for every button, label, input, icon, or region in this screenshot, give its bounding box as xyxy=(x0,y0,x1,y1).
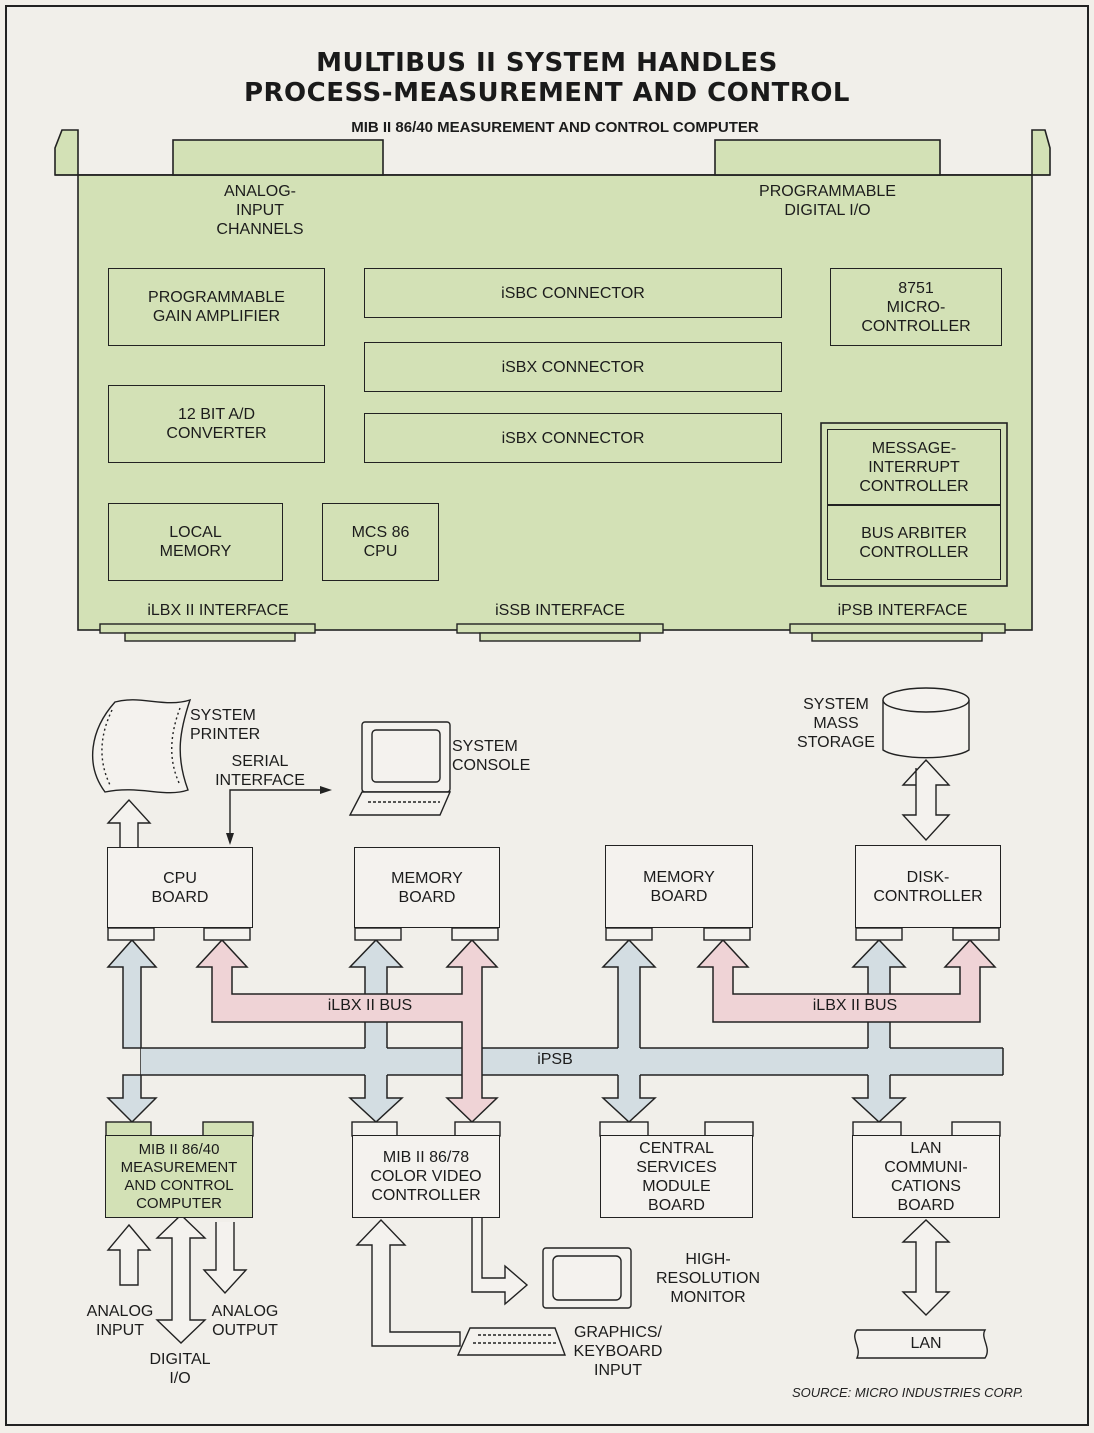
ilbx-bus-left-label: iLBX II BUS xyxy=(327,997,413,1014)
analog-input-channels-label: ANALOG- INPUT CHANNELS xyxy=(216,183,304,238)
system-printer-label: SYSTEM PRINTER xyxy=(190,707,261,743)
programmable-digital-io-label: PROGRAMMABLE DIGITAL I/O xyxy=(759,183,896,219)
isbx-connector-2: iSBX CONNECTOR xyxy=(364,413,782,463)
ad-converter: 12 BIT A/D CONVERTER xyxy=(108,385,325,463)
system-console-label: SYSTEM CONSOLE xyxy=(452,738,531,774)
title-line-2: PROCESS-MEASUREMENT AND CONTROL xyxy=(243,78,851,108)
local-memory: LOCAL MEMORY xyxy=(108,503,283,581)
mib-8640-computer: MIB II 86/40 MEASUREMENT AND CONTROL COM… xyxy=(105,1135,253,1218)
lan-label: LAN xyxy=(910,1335,942,1352)
lan-shape xyxy=(854,1329,988,1359)
mcs86-cpu: MCS 86 CPU xyxy=(322,503,439,581)
programmable-gain-amplifier: PROGRAMMABLE GAIN AMPLIFIER xyxy=(108,268,325,346)
board-caption: MIB II 86/40 MEASUREMENT AND CONTROL COM… xyxy=(351,119,759,136)
monitor-icon xyxy=(542,1247,632,1309)
disk-icon xyxy=(882,687,970,759)
ipsb-interface-label: iPSB INTERFACE xyxy=(837,602,968,619)
isbc-connector: iSBC CONNECTOR xyxy=(364,268,782,318)
mass-storage-label: SYSTEM MASS STORAGE xyxy=(797,696,875,751)
console-icon xyxy=(348,721,452,816)
serial-interface-label: SERIAL INTERFACE xyxy=(215,753,305,789)
memory-board-1: MEMORY BOARD xyxy=(354,847,500,928)
message-interrupt-controller: MESSAGE- INTERRUPT CONTROLLER xyxy=(827,429,1001,505)
ilbx-bus-right-label: iLBX II BUS xyxy=(812,997,898,1014)
graphics-keyboard-label: GRAPHICS/ KEYBOARD INPUT xyxy=(573,1324,663,1379)
ipsb-connector-2 xyxy=(811,632,983,642)
keyboard-icon xyxy=(456,1327,567,1356)
analog-output-label: ANALOG OUTPUT xyxy=(211,1303,279,1339)
8751-microcontroller: 8751 MICRO- CONTROLLER xyxy=(830,268,1002,346)
printer-icon xyxy=(92,698,192,794)
cpu-board: CPU BOARD xyxy=(107,847,253,928)
ipsb-label: iPSB xyxy=(537,1051,573,1068)
isbx-connector-1: iSBX CONNECTOR xyxy=(364,342,782,392)
source-credit: SOURCE: MICRO INDUSTRIES CORP. xyxy=(792,1385,1024,1400)
central-services-module-board: CENTRAL SERVICES MODULE BOARD xyxy=(600,1135,753,1218)
digital-connector xyxy=(714,139,941,176)
bus-arbiter-controller: BUS ARBITER CONTROLLER xyxy=(827,505,1001,580)
digital-io-label: DIGITAL I/O xyxy=(149,1351,211,1387)
issb-connector-2 xyxy=(479,632,641,642)
title-line-1: MULTIBUS II SYSTEM HANDLES xyxy=(316,48,778,78)
issb-interface-label: iSSB INTERFACE xyxy=(495,602,625,619)
ilbx-interface-label: iLBX II INTERFACE xyxy=(147,602,289,619)
ilbx-connector-2 xyxy=(124,632,296,642)
hires-monitor-label: HIGH- RESOLUTION MONITOR xyxy=(655,1251,760,1306)
ilbx-bus-right xyxy=(696,938,997,1023)
mib-8678-color-video-controller: MIB II 86/78 COLOR VIDEO CONTROLLER xyxy=(352,1135,500,1218)
memory-board-2: MEMORY BOARD xyxy=(605,845,753,928)
ilbx-bus-left xyxy=(195,938,499,1124)
analog-input-label: ANALOG INPUT xyxy=(86,1303,154,1339)
lan-communications-board: LAN COMMUNI- CATIONS BOARD xyxy=(852,1135,1000,1218)
analog-connector xyxy=(172,139,384,176)
disk-controller: DISK- CONTROLLER xyxy=(855,845,1001,928)
